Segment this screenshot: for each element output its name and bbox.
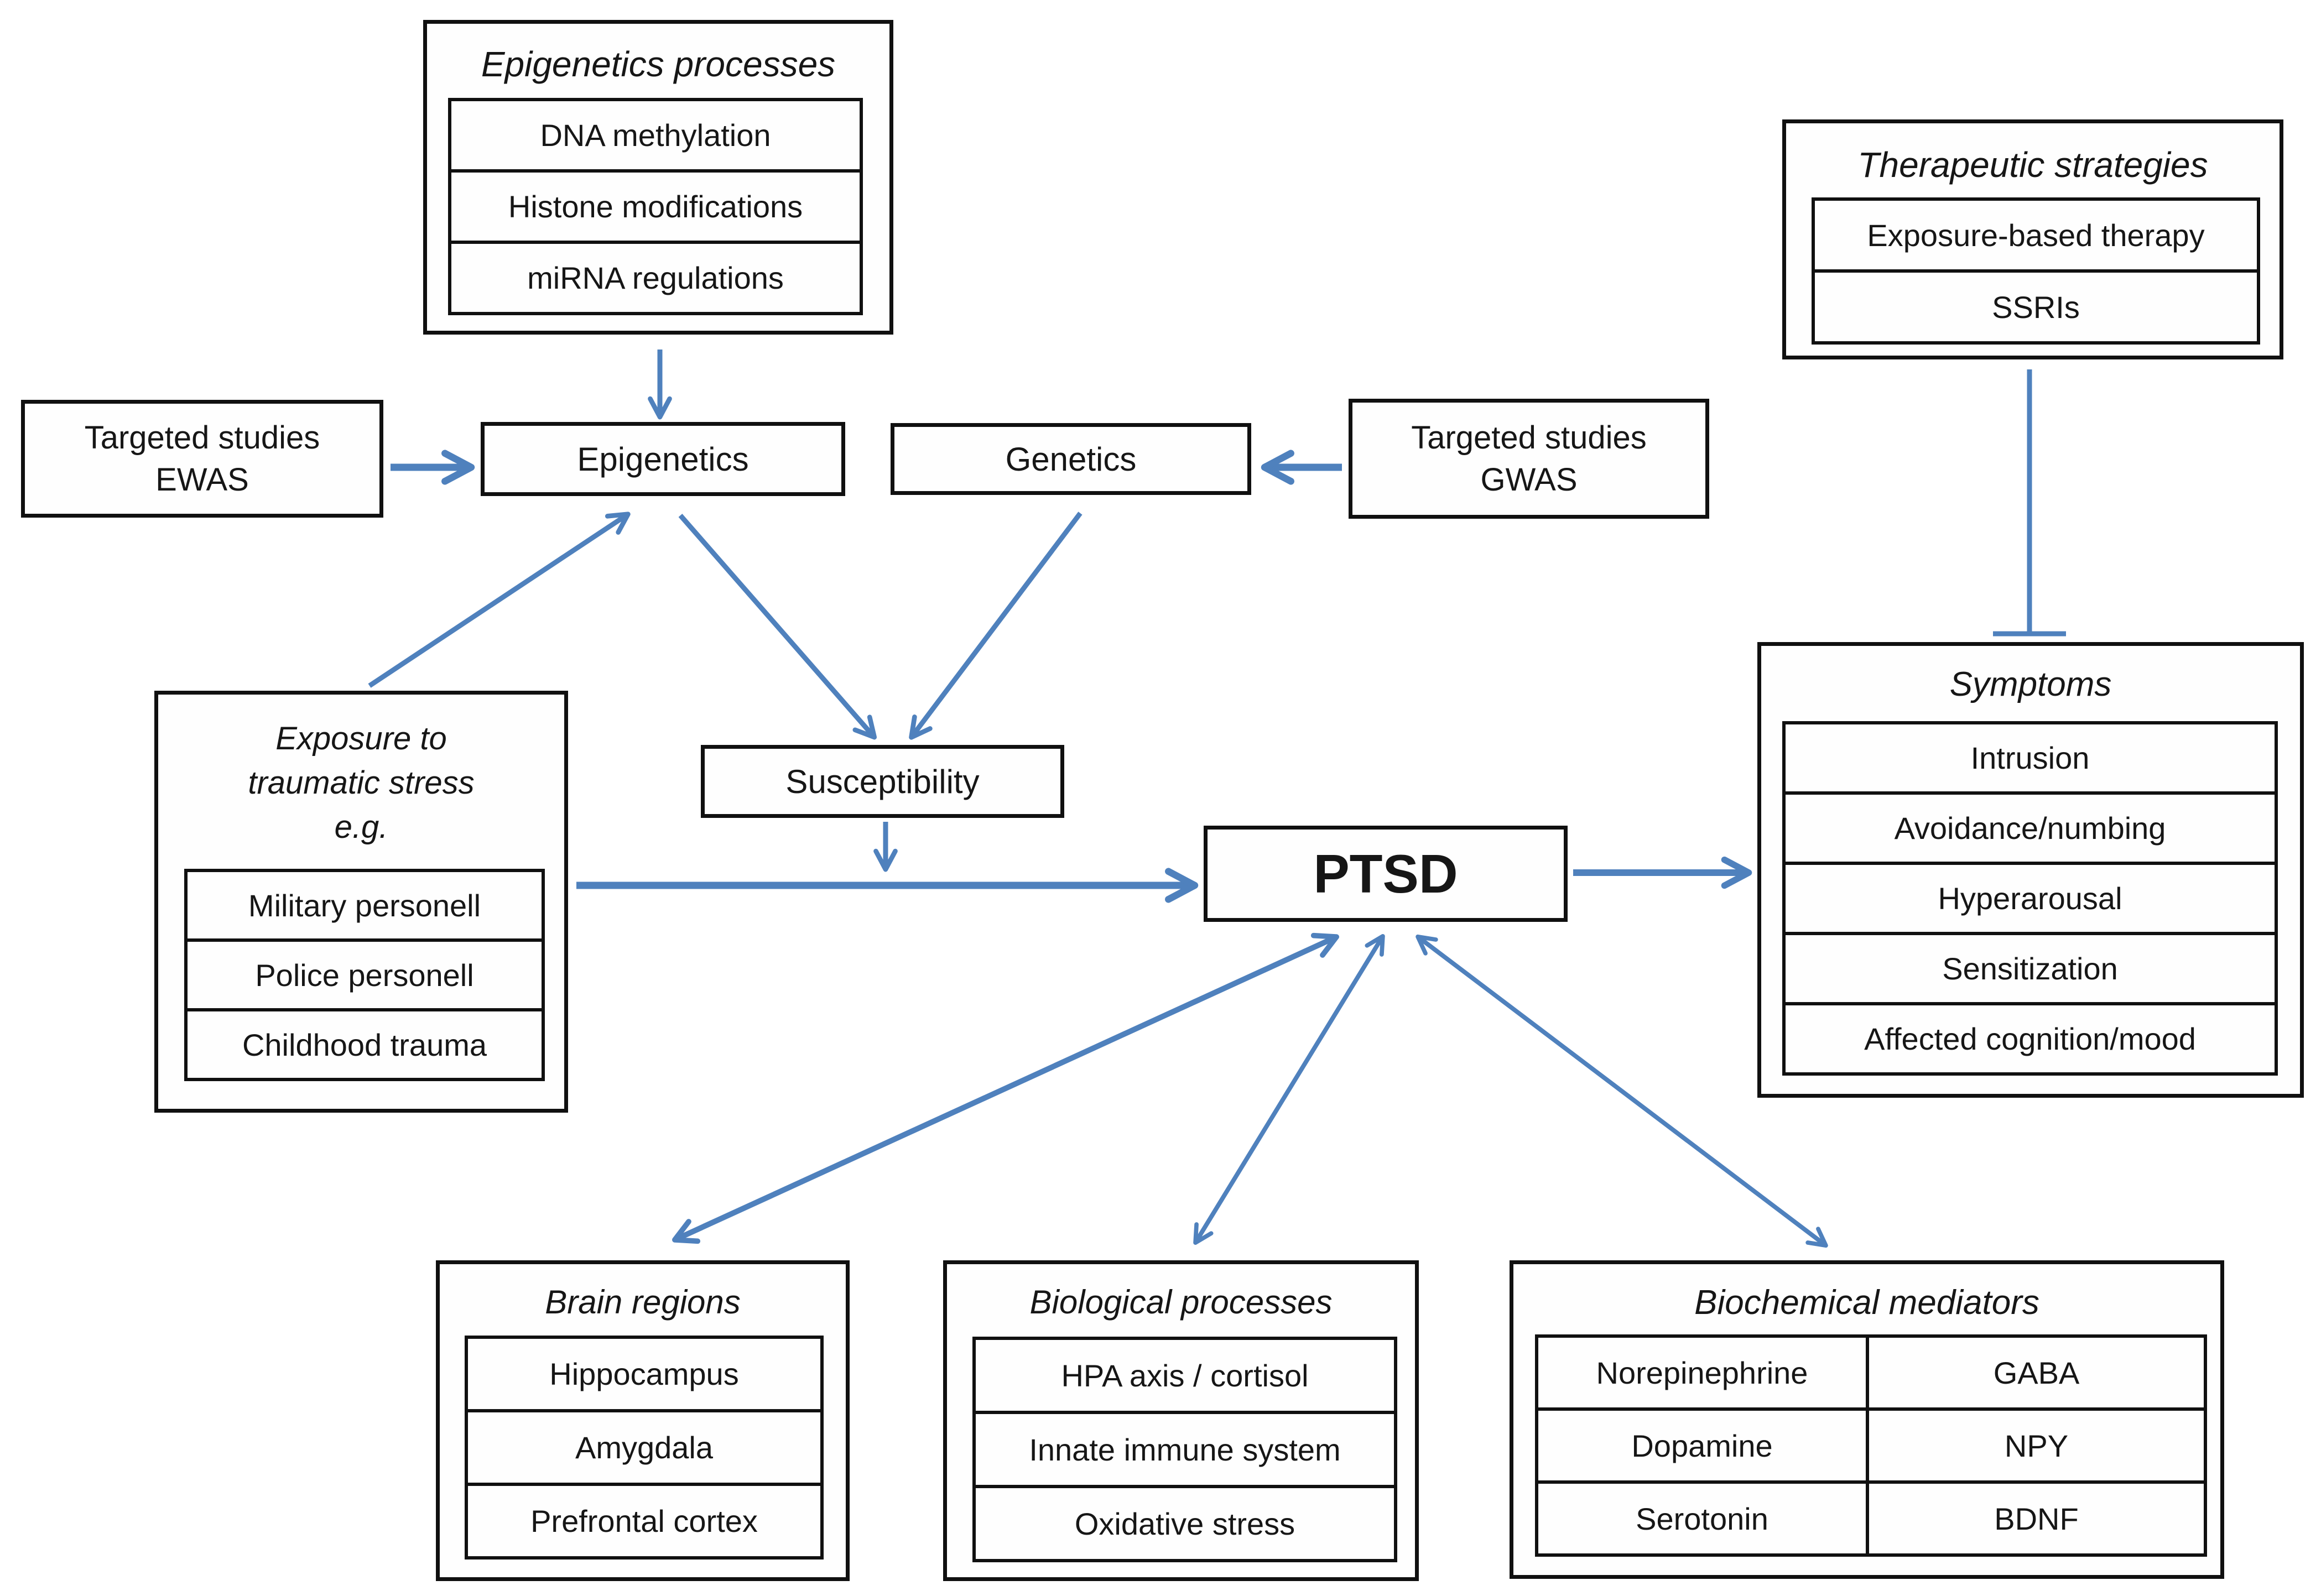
- gwas-line1: Targeted studies: [1411, 420, 1647, 456]
- list-item: Histone modifications: [448, 169, 863, 244]
- list-item-label: Amygdala: [575, 1430, 714, 1465]
- list-item: BDNF: [1866, 1480, 2207, 1557]
- list-item-label: Norepinephrine: [1596, 1355, 1808, 1390]
- box-brain-regions: Brain regions Hippocampus Amygdala Prefr…: [436, 1260, 850, 1581]
- double-arrow-ptsd-brain-regions: [672, 932, 1339, 1244]
- list-item-label: DNA methylation: [540, 118, 771, 153]
- list-item: SSRIs: [1812, 269, 2260, 345]
- list-item-label: BDNF: [1994, 1501, 2079, 1536]
- list-item-label: Prefrontal cortex: [530, 1504, 758, 1538]
- list-item-label: Police personell: [255, 957, 474, 993]
- list-item-label: Serotonin: [1636, 1501, 1768, 1536]
- biochemical-mediators-title: Biochemical mediators: [1694, 1284, 2039, 1322]
- list-item: Amygdala: [465, 1409, 824, 1486]
- ewas-line2: EWAS: [155, 461, 249, 498]
- arrow-exposure-to-epigenetics: [368, 512, 631, 688]
- list-item: Affected cognition/mood: [1782, 1002, 2278, 1076]
- box-biochemical-mediators: Biochemical mediators Norepinephrine Dop…: [1510, 1260, 2224, 1579]
- genetics-label: Genetics: [1005, 440, 1137, 478]
- list-item-label: Affected cognition/mood: [1864, 1021, 2196, 1056]
- list-item-label: Oxidative stress: [1074, 1506, 1295, 1541]
- biological-processes-list: HPA axis / cortisol Innate immune system…: [972, 1337, 1397, 1562]
- list-item: Dopamine: [1535, 1407, 1869, 1484]
- list-item-label: GABA: [1993, 1355, 2080, 1390]
- box-ptsd: PTSD: [1204, 826, 1568, 922]
- arrow-epigenetics-to-susceptibility: [678, 514, 877, 740]
- list-item-label: Hippocampus: [549, 1357, 739, 1391]
- brain-regions-list: Hippocampus Amygdala Prefrontal cortex: [465, 1336, 824, 1560]
- list-item: Childhood trauma: [184, 1008, 545, 1081]
- list-item-label: Hyperarousal: [1938, 881, 2122, 916]
- list-item-label: Intrusion: [1970, 740, 2090, 775]
- list-item: Exposure-based therapy: [1812, 197, 2260, 273]
- list-item-label: Childhood trauma: [242, 1027, 487, 1062]
- therapeutic-strategies-title: Therapeutic strategies: [1857, 145, 2208, 185]
- epigenetics-label: Epigenetics: [577, 440, 749, 478]
- list-item: Military personell: [184, 869, 545, 942]
- list-item: Norepinephrine: [1535, 1334, 1869, 1411]
- list-item: Hyperarousal: [1782, 862, 2278, 935]
- list-item-label: SSRIs: [1992, 289, 2080, 325]
- box-symptoms: Symptoms Intrusion Avoidance/numbing Hyp…: [1757, 642, 2304, 1098]
- box-exposure-traumatic-stress: Exposure to traumatic stress e.g. Milita…: [154, 691, 568, 1113]
- list-item-label: Military personell: [248, 888, 481, 923]
- list-item: Avoidance/numbing: [1782, 791, 2278, 865]
- list-item: Prefrontal cortex: [465, 1483, 824, 1560]
- list-item: miRNA regulations: [448, 241, 863, 315]
- list-item-label: Dopamine: [1631, 1428, 1773, 1463]
- brain-regions-title: Brain regions: [545, 1284, 741, 1321]
- biochemical-mediators-right-column: GABA NPY BDNF: [1866, 1334, 2207, 1557]
- list-item-label: Exposure-based therapy: [1867, 217, 2205, 253]
- list-item-label: Histone modifications: [508, 189, 803, 224]
- list-item: Police personell: [184, 938, 545, 1011]
- list-item: Serotonin: [1535, 1480, 1869, 1557]
- list-item: HPA axis / cortisol: [972, 1337, 1397, 1414]
- ewas-line1: Targeted studies: [84, 420, 320, 456]
- list-item: DNA methylation: [448, 98, 863, 173]
- box-genetics: Genetics: [891, 423, 1251, 495]
- double-arrow-ptsd-biological-processes: [1193, 934, 1385, 1245]
- box-susceptibility: Susceptibility: [701, 745, 1064, 818]
- box-epigenetics-processes: Epigenetics processes DNA methylation Hi…: [423, 20, 893, 335]
- ptsd-label: PTSD: [1313, 843, 1458, 904]
- list-item-label: Avoidance/numbing: [1894, 811, 2166, 846]
- susceptibility-label: Susceptibility: [785, 763, 980, 800]
- list-item-label: NPY: [2004, 1428, 2069, 1463]
- box-biological-processes: Biological processes HPA axis / cortisol…: [943, 1260, 1419, 1581]
- therapeutic-strategies-list: Exposure-based therapy SSRIs: [1812, 197, 2260, 345]
- symptoms-list: Intrusion Avoidance/numbing Hyperarousal…: [1782, 721, 2278, 1076]
- gwas-line2: GWAS: [1480, 461, 1578, 498]
- list-item: Intrusion: [1782, 721, 2278, 795]
- box-targeted-studies-gwas: Targeted studies GWAS: [1349, 399, 1709, 519]
- box-epigenetics: Epigenetics: [481, 422, 845, 496]
- exposure-list: Military personell Police personell Chil…: [184, 869, 545, 1081]
- biological-processes-title: Biological processes: [1029, 1284, 1333, 1321]
- list-item-label: Sensitization: [1942, 951, 2118, 986]
- list-item: Hippocampus: [465, 1336, 824, 1412]
- list-item-label: miRNA regulations: [527, 260, 784, 295]
- list-item: NPY: [1866, 1407, 2207, 1484]
- list-item-label: Innate immune system: [1029, 1432, 1341, 1467]
- list-item: Sensitization: [1782, 932, 2278, 1005]
- exposure-title-line2: traumatic stress: [248, 765, 475, 801]
- biochemical-mediators-left-column: Norepinephrine Dopamine Serotonin: [1535, 1334, 1869, 1557]
- exposure-title-line1: Exposure to: [275, 721, 447, 757]
- inhibition-therapeutic-to-symptoms: [1993, 369, 2066, 637]
- box-targeted-studies-ewas: Targeted studies EWAS: [21, 400, 383, 518]
- list-item: Oxidative stress: [972, 1485, 1397, 1562]
- exposure-title-line3: e.g.: [334, 809, 388, 846]
- list-item-label: HPA axis / cortisol: [1061, 1358, 1309, 1393]
- list-item: GABA: [1866, 1334, 2207, 1411]
- epigenetics-processes-list: DNA methylation Histone modifications mi…: [448, 98, 863, 315]
- arrow-genetics-to-susceptibility: [909, 512, 1083, 740]
- list-item: Innate immune system: [972, 1411, 1397, 1488]
- box-therapeutic-strategies: Therapeutic strategies Exposure-based th…: [1782, 119, 2283, 359]
- symptoms-title: Symptoms: [1949, 665, 2112, 703]
- epigenetics-processes-title: Epigenetics processes: [481, 44, 836, 84]
